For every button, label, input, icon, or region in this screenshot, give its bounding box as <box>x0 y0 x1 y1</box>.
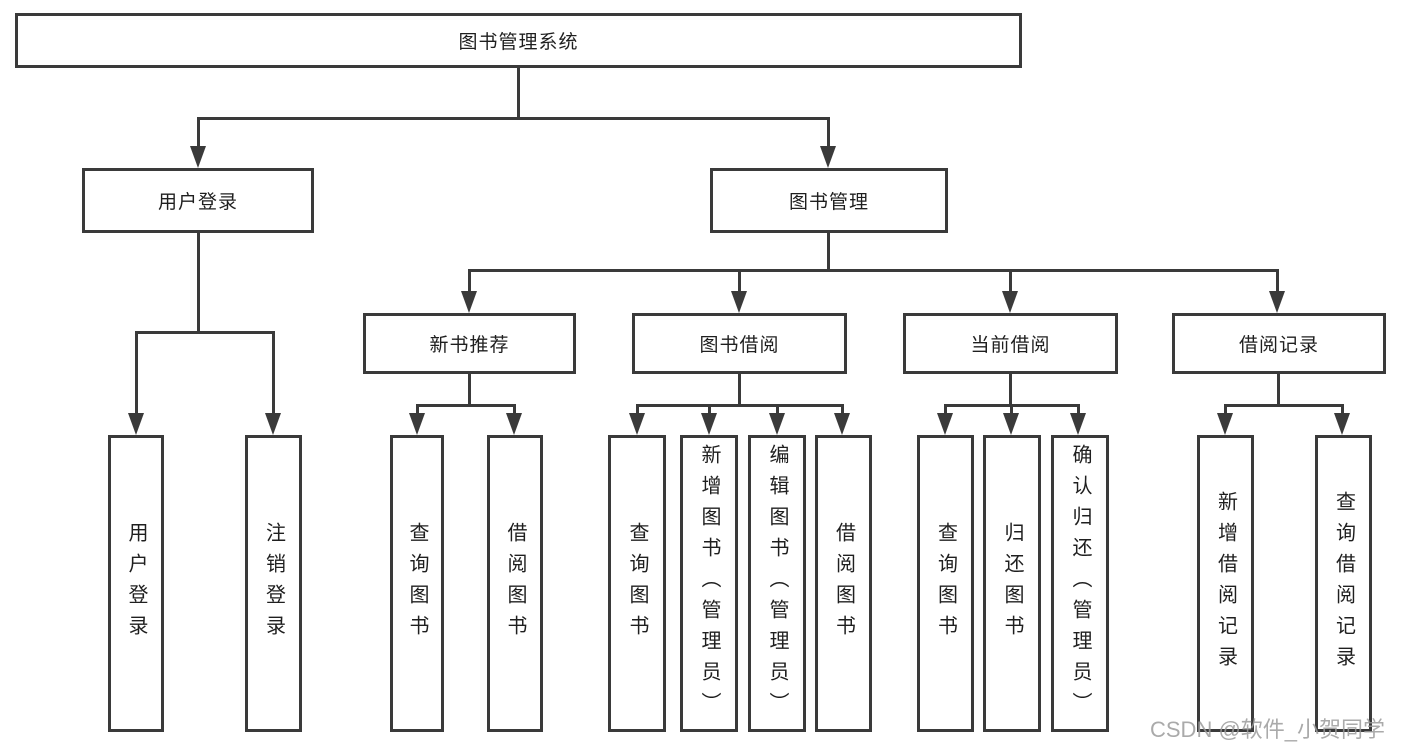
leaf-label: 借阅图书 <box>504 521 526 646</box>
leaf-label: 查询借阅记录 <box>1332 490 1355 677</box>
connector-line <box>827 117 830 147</box>
leaf-label: 新增借阅记录 <box>1214 490 1237 677</box>
connector-rail <box>468 269 1279 272</box>
node-current-borrowing: 当前借阅 <box>903 313 1118 374</box>
arrow-down-icon <box>820 146 836 168</box>
arrow-down-icon <box>1269 291 1285 313</box>
connector-line <box>827 233 830 272</box>
connector-line <box>135 331 138 415</box>
node-book-borrowing: 图书借阅 <box>632 313 847 374</box>
leaf-user-login: 用户登录 <box>108 435 164 732</box>
leaf-add-borrow-record: 新增借阅记录 <box>1197 435 1254 732</box>
connector-line <box>738 374 741 407</box>
connector-line <box>738 269 741 293</box>
connector-rail <box>1224 404 1344 407</box>
arrow-down-icon <box>1217 413 1233 435</box>
arrow-down-icon <box>1003 413 1019 435</box>
leaf-query-books-recommend: 查询图书 <box>390 435 444 732</box>
leaf-label: 借阅图书 <box>832 521 855 646</box>
node-new-book-recommendation: 新书推荐 <box>363 313 576 374</box>
leaf-return-books: 归还图书 <box>983 435 1041 732</box>
leaf-label: 新增图书（管理员） <box>698 444 720 723</box>
leaf-label: 归还图书 <box>1001 521 1023 646</box>
connector-line <box>708 404 711 415</box>
arrow-down-icon <box>190 146 206 168</box>
arrow-down-icon <box>1070 413 1086 435</box>
arrow-down-icon <box>731 291 747 313</box>
connector-rail <box>416 404 516 407</box>
arrow-down-icon <box>1334 413 1350 435</box>
connector-line <box>636 404 639 415</box>
connector-line <box>468 269 471 293</box>
connector-line <box>1077 404 1080 415</box>
connector-line <box>1276 269 1279 293</box>
leaf-label: 查询图书 <box>626 521 648 646</box>
leaf-label: 确认归还（管理员） <box>1069 444 1091 723</box>
leaf-borrow-books-recommend: 借阅图书 <box>487 435 543 732</box>
connector-rail <box>135 331 275 334</box>
connector-line <box>517 68 520 120</box>
leaf-logout: 注销登录 <box>245 435 302 732</box>
csdn-watermark: CSDN @软件_小贺同学 <box>1150 717 1386 742</box>
arrow-down-icon <box>769 413 785 435</box>
arrow-down-icon <box>265 413 281 435</box>
arrow-down-icon <box>629 413 645 435</box>
leaf-label: 查询图书 <box>406 521 428 646</box>
leaf-label: 注销登录 <box>262 521 285 646</box>
leaf-label: 编辑图书（管理员） <box>766 444 788 723</box>
arrow-down-icon <box>461 291 477 313</box>
leaf-confirm-return-admin: 确认归还（管理员） <box>1051 435 1109 732</box>
leaf-query-books-borrow: 查询图书 <box>608 435 666 732</box>
connector-line <box>1341 404 1344 415</box>
leaf-query-books-current: 查询图书 <box>917 435 974 732</box>
node-borrowing-records: 借阅记录 <box>1172 313 1386 374</box>
connector-line <box>841 404 844 415</box>
connector-line <box>468 374 471 407</box>
arrow-down-icon <box>701 413 717 435</box>
arrow-down-icon <box>506 413 522 435</box>
connector-line <box>776 404 779 415</box>
connector-line <box>197 117 200 147</box>
connector-line <box>1277 374 1280 407</box>
connector-rail <box>197 117 830 120</box>
arrow-down-icon <box>128 413 144 435</box>
connector-line <box>197 233 200 333</box>
node-book-management: 图书管理 <box>710 168 948 233</box>
leaf-query-borrow-record: 查询借阅记录 <box>1315 435 1372 732</box>
arrow-down-icon <box>1002 291 1018 313</box>
connector-line <box>1009 269 1012 293</box>
leaf-borrow-books-borrow: 借阅图书 <box>815 435 872 732</box>
connector-line <box>416 404 419 415</box>
connector-line <box>272 331 275 415</box>
connector-rail <box>636 404 844 407</box>
connector-line <box>944 404 947 415</box>
node-user-login: 用户登录 <box>82 168 314 233</box>
leaf-edit-book-admin: 编辑图书（管理员） <box>748 435 806 732</box>
arrow-down-icon <box>937 413 953 435</box>
arrow-down-icon <box>409 413 425 435</box>
arrow-down-icon <box>834 413 850 435</box>
node-library-management-system: 图书管理系统 <box>15 13 1022 68</box>
connector-line <box>1009 374 1012 407</box>
connector-line <box>1010 404 1013 415</box>
leaf-label: 用户登录 <box>125 521 147 646</box>
connector-line <box>1224 404 1227 415</box>
leaf-add-book-admin: 新增图书（管理员） <box>680 435 738 732</box>
connector-line <box>513 404 516 415</box>
leaf-label: 查询图书 <box>934 521 957 646</box>
